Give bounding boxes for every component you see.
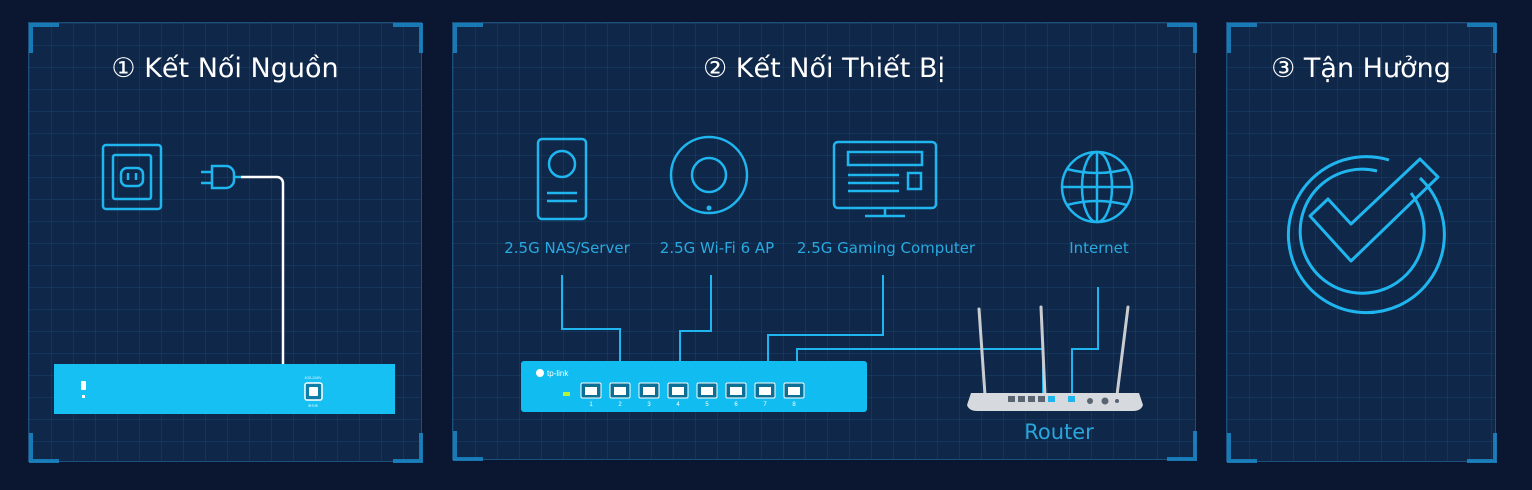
monitor-icon — [832, 140, 938, 218]
switch-port-jack — [643, 387, 655, 395]
switch-port-number: 7 — [763, 402, 767, 408]
router-label: Router — [1024, 420, 1094, 444]
switch-port-jack — [701, 387, 713, 395]
switch-brand-label: tp-link — [547, 369, 569, 378]
power-cable — [241, 175, 313, 391]
globe-icon — [1060, 150, 1134, 224]
router-device — [967, 305, 1143, 411]
switch-port-number: 3 — [647, 402, 651, 408]
switch-port-jack — [585, 387, 597, 395]
switch-port-number: 2 — [618, 402, 622, 408]
switch-device: tp-link 1 2 3 4 5 6 7 8 — [521, 361, 867, 412]
switch-ports: 1 2 3 4 5 6 7 8 — [580, 382, 805, 408]
switch-port-number: 4 — [676, 402, 680, 408]
switch-rear-device: 100-240V ⊕⊖⊕ — [54, 364, 395, 414]
nas-icon — [536, 137, 588, 221]
switch-port-number: 8 — [792, 402, 796, 408]
step-2-title: ② Kết Nối Thiết Bị — [703, 53, 945, 84]
devices-illustration: tp-link 1 2 3 4 5 6 7 8 — [453, 23, 1197, 461]
step-power-panel: ① Kết Nối Nguồn 100-240V ⊕⊖⊕ — [28, 22, 423, 463]
corner-brackets — [453, 23, 1197, 461]
step-devices-panel: ② Kết Nối Thiết Bị — [452, 22, 1197, 461]
wall-outlet-icon — [101, 143, 163, 211]
corner-brackets — [29, 23, 423, 463]
device-label-computer: 2.5G Gaming Computer — [796, 239, 976, 257]
step-enjoy-panel: ③ Tận Hưởng — [1226, 22, 1497, 463]
switch-port-number: 6 — [734, 402, 738, 408]
device-label-ap: 2.5G Wi-Fi 6 AP — [659, 239, 775, 257]
switch-port-jack — [759, 387, 771, 395]
svg-text:100-240V: 100-240V — [304, 375, 322, 380]
device-label-nas: 2.5G NAS/Server — [504, 239, 630, 257]
device-label-internet: Internet — [1069, 239, 1129, 257]
switch-port-jack — [788, 387, 800, 395]
switch-port-jack — [614, 387, 626, 395]
switch-port-number: 5 — [705, 402, 709, 408]
access-point-icon — [669, 135, 749, 215]
step-1-title: ① Kết Nối Nguồn — [111, 53, 339, 84]
svg-text:⊕⊖⊕: ⊕⊖⊕ — [308, 403, 318, 408]
switch-port-number: 1 — [589, 402, 593, 408]
power-illustration: 100-240V ⊕⊖⊕ — [29, 23, 423, 463]
enjoy-illustration — [1227, 23, 1497, 463]
power-plug-icon — [201, 164, 241, 190]
switch-port-jack — [672, 387, 684, 395]
step-3-title: ③ Tận Hưởng — [1271, 53, 1451, 84]
checkmark-icon — [1286, 155, 1446, 315]
corner-brackets — [1227, 23, 1497, 463]
switch-port-jack — [730, 387, 742, 395]
